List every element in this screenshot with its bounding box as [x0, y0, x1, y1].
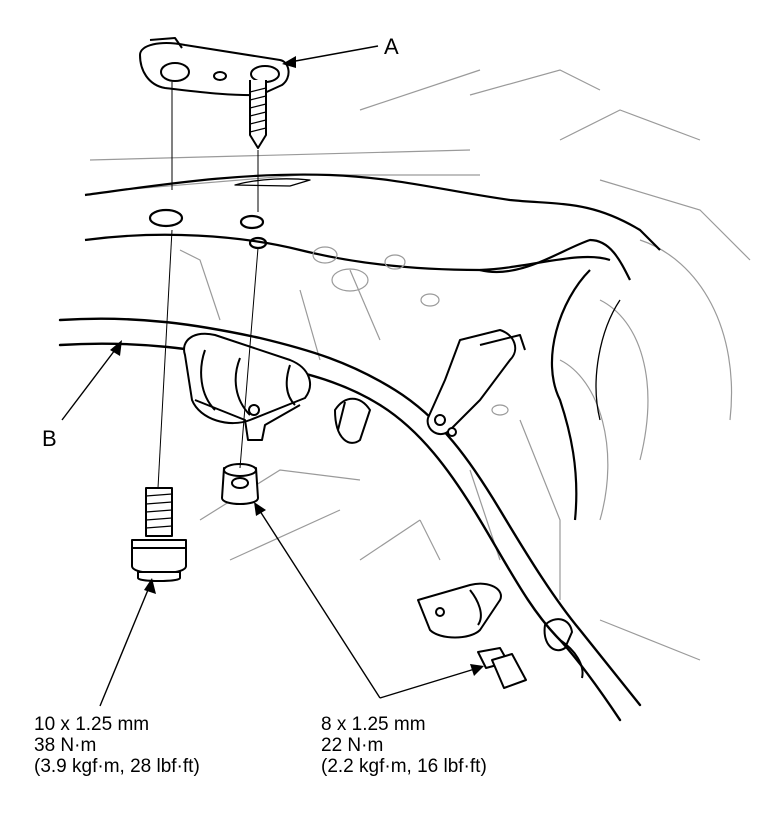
flange-bolt-right — [477, 647, 527, 689]
torque-alt-left: (3.9 kgf·m, 28 lbf·ft) — [34, 756, 200, 777]
bracket-a — [139, 37, 290, 149]
subframe — [84, 173, 661, 521]
bolt-size-right: 8 x 1.25 mm — [321, 714, 426, 735]
callout-b: B — [42, 426, 57, 451]
torque-spec-right: 8 x 1.25 mm 22 N·m (2.2 kgf·m, 16 lbf·ft… — [321, 714, 487, 777]
assembly-guide-lines — [157, 82, 259, 489]
torque-alt-right: (2.2 kgf·m, 16 lbf·ft) — [321, 756, 487, 777]
leader-lines — [61, 45, 479, 707]
flange-nut — [221, 463, 259, 505]
torque-nm-right: 22 N·m — [321, 735, 384, 756]
leader-arrowheads — [110, 56, 484, 676]
vehicle-body-background — [89, 69, 751, 661]
stabilizer-bar-end-link — [333, 397, 584, 679]
torque-nm-left: 38 N·m — [34, 735, 97, 756]
flange-bolt-left — [131, 487, 187, 582]
lower-bracket — [417, 582, 502, 639]
bolt-size-left: 10 x 1.25 mm — [34, 714, 150, 735]
torque-spec-left: 10 x 1.25 mm 38 N·m (3.9 kgf·m, 28 lbf·f… — [34, 714, 200, 777]
callout-a: A — [384, 34, 399, 59]
upper-right-bracket — [426, 329, 526, 437]
